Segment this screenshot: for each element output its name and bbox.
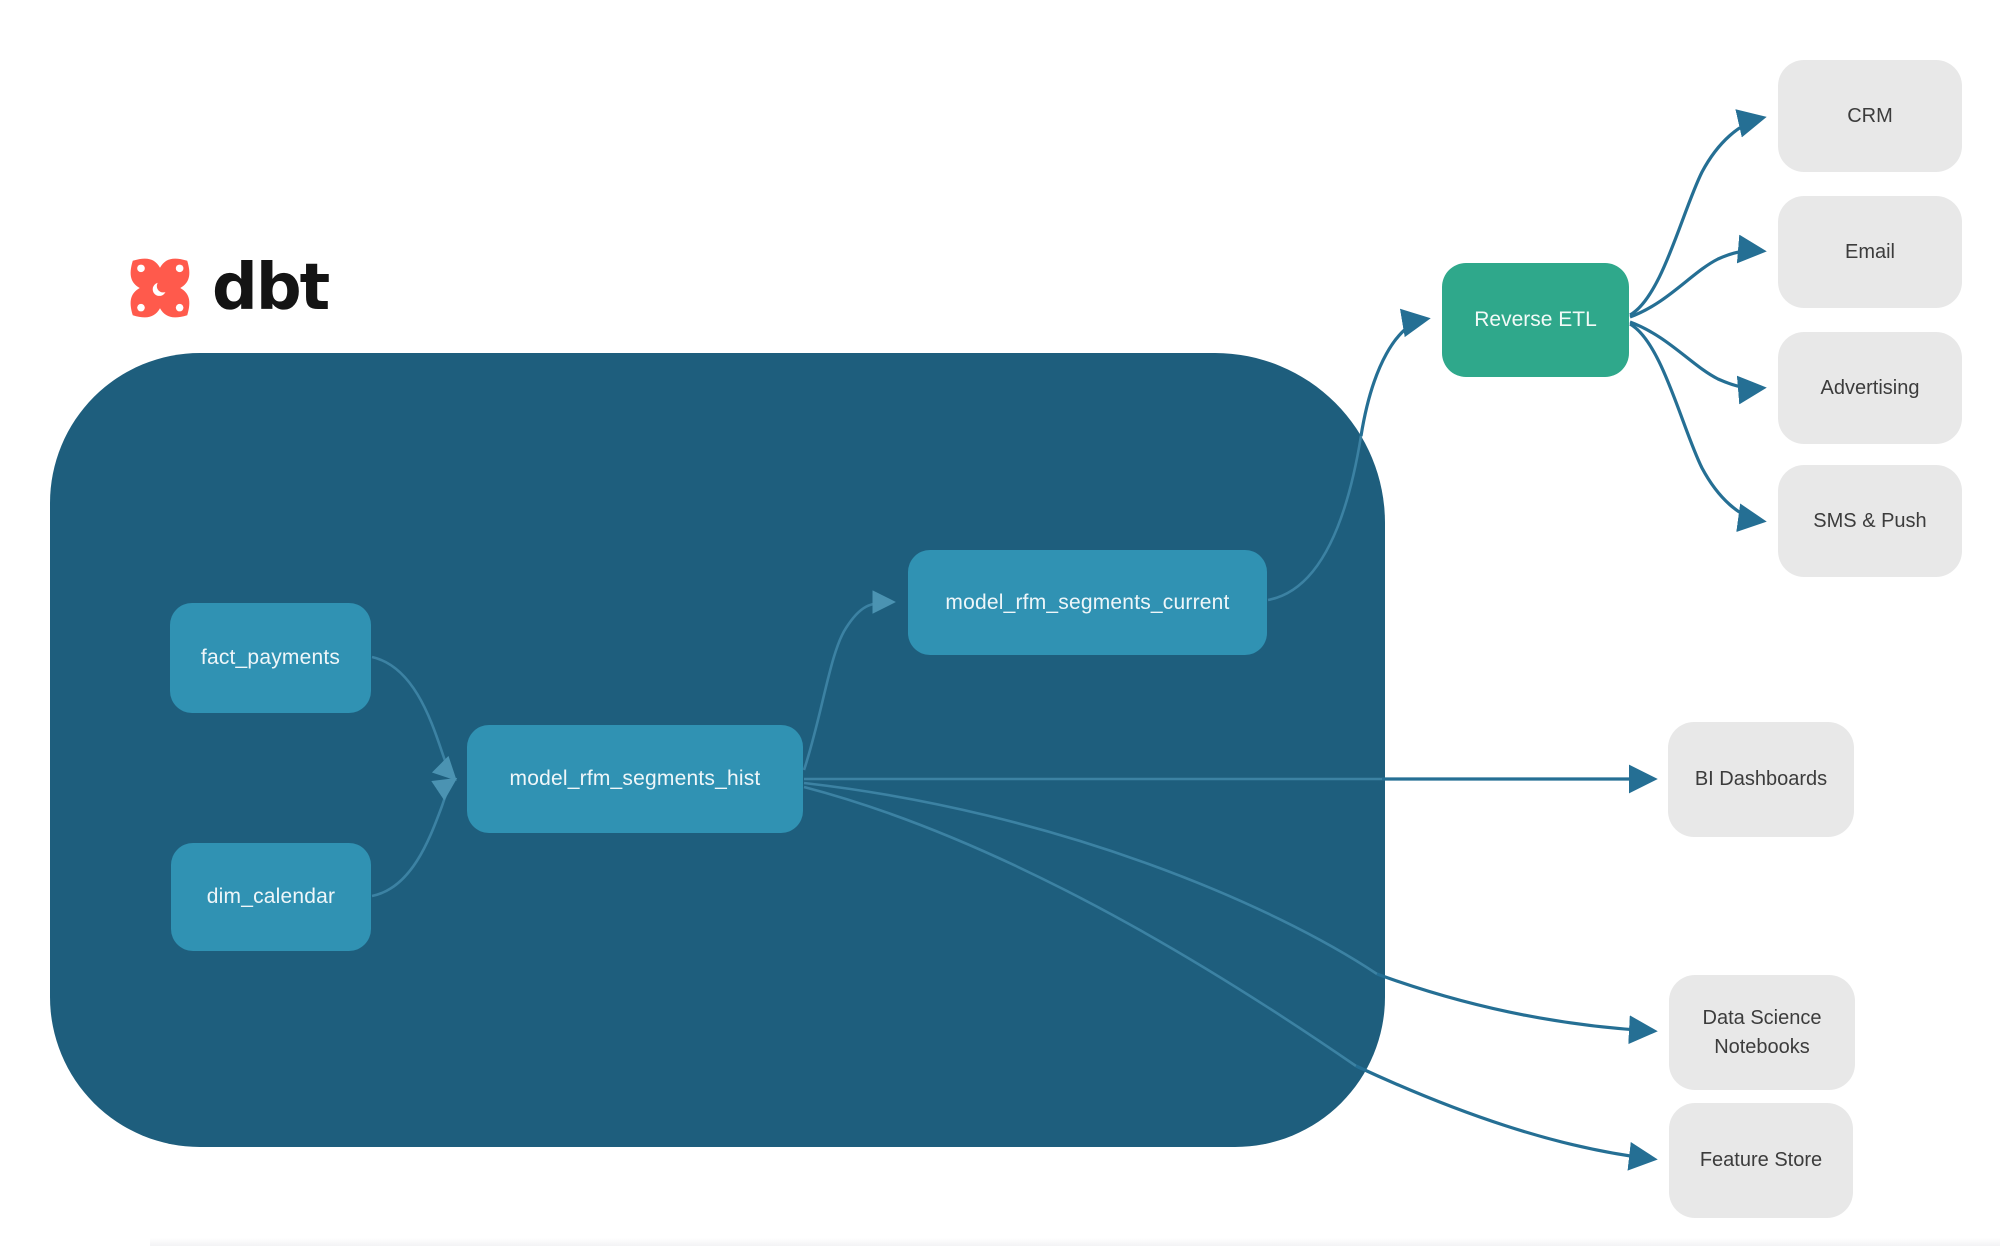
node-label: BI Dashboards <box>1694 768 1828 790</box>
node-label: Advertising <box>1820 376 1920 399</box>
edge-etl-to-sms-push <box>1629 322 1767 533</box>
node-label: CRM <box>1847 104 1893 127</box>
node-feature-store: Feature Store <box>1669 1103 1853 1218</box>
node-label: Email <box>1844 240 1895 263</box>
node-label: Data Science Notebooks <box>1702 1006 1822 1058</box>
edge-hist-to-notebooks-outer <box>1376 972 1658 1045</box>
edge-etl-to-advertising <box>1629 320 1767 405</box>
node-crm: CRM <box>1778 60 1962 172</box>
node-email: Email <box>1778 196 1962 308</box>
node-label: fact_payments <box>200 646 341 669</box>
node-data-science-notebooks: Data Science Notebooks <box>1669 975 1855 1090</box>
dbt-logo-wordmark: dbt <box>212 251 330 325</box>
node-bi-dashboards: BI Dashboards <box>1668 722 1854 837</box>
node-label: dim_calendar <box>206 885 336 908</box>
dbt-logo-icon <box>122 250 198 326</box>
node-model-rfm-segments-hist: model_rfm_segments_hist <box>467 725 803 833</box>
edge-etl-to-email <box>1629 234 1767 319</box>
edge-etl-to-crm <box>1629 109 1767 317</box>
node-label: model_rfm_segments_current <box>945 590 1230 614</box>
page-bottom-edge <box>150 1238 2000 1246</box>
node-fact-payments: fact_payments <box>170 603 371 713</box>
node-sms-push: SMS & Push <box>1778 465 1962 577</box>
node-model-rfm-segments-current: model_rfm_segments_current <box>908 550 1267 655</box>
dbt-logo: dbt <box>122 250 330 326</box>
edge-current-to-etl-outer <box>1359 308 1431 437</box>
node-label: SMS & Push <box>1813 509 1927 532</box>
edge-hist-to-feature-store-outer <box>1355 1064 1658 1171</box>
node-advertising: Advertising <box>1778 332 1962 444</box>
node-dim-calendar: dim_calendar <box>171 843 371 951</box>
node-label: Feature Store <box>1699 1149 1823 1171</box>
node-label: model_rfm_segments_hist <box>509 767 761 790</box>
node-reverse-etl: Reverse ETL <box>1442 263 1629 377</box>
node-label: Reverse ETL <box>1474 308 1597 331</box>
